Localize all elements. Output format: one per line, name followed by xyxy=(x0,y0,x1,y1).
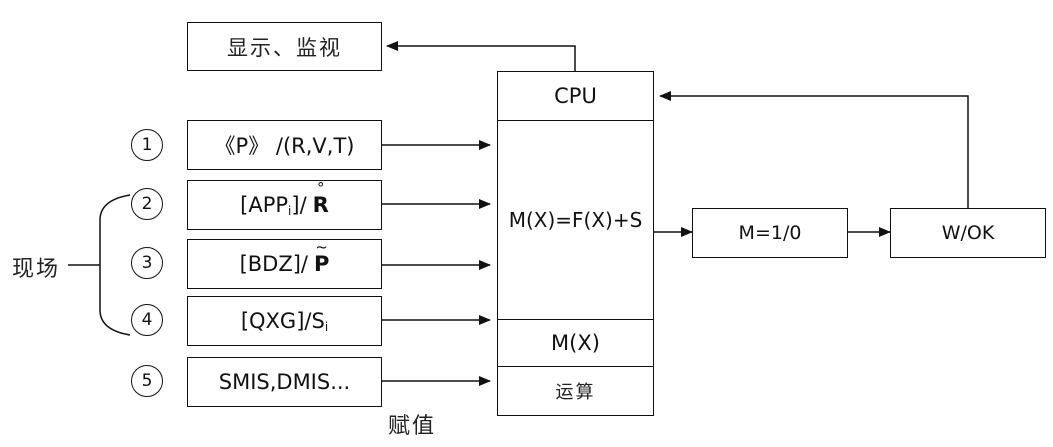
step-circle-1: 1 xyxy=(131,129,163,161)
input-3-prefix: [BDZ]/ xyxy=(239,252,309,276)
step-number: 5 xyxy=(141,371,153,391)
cpu-block: CPU M(X)=F(X)+S M(X) 运算 xyxy=(497,71,654,416)
assign-label: 赋值 xyxy=(388,414,437,439)
step-number: 2 xyxy=(141,194,153,214)
display-monitor-label: 显示、监视 xyxy=(227,35,342,60)
step-circle-3: 3 xyxy=(131,247,163,279)
arrow-feedback-to-cpu xyxy=(659,91,969,208)
input-box-4: [QXG]/Si xyxy=(187,296,382,346)
input-4-prefix: [QXG]/S xyxy=(240,308,325,333)
cpu-label: CPU xyxy=(554,84,597,108)
result-box: W/OK xyxy=(890,208,1046,258)
input-2-prefix: [APP xyxy=(240,192,289,217)
input-box-5: SMIS,DMIS... xyxy=(187,357,382,407)
input-label-1: 《P》 /(R,V,T) xyxy=(214,134,355,158)
input-3-symbol: ~P xyxy=(314,238,330,276)
symbol-letter: P xyxy=(314,252,330,276)
input-label-4: [QXG]/Si xyxy=(241,309,328,334)
result-label: W/OK xyxy=(941,222,995,244)
input-label-2: [APPi]/°R xyxy=(240,179,329,218)
input-box-1: 《P》 /(R,V,T) xyxy=(187,120,382,170)
field-label: 现场 xyxy=(12,257,61,282)
field-brace xyxy=(99,194,131,336)
input-box-2: [APPi]/°R xyxy=(187,179,382,230)
input-label-3: [BDZ]/~P xyxy=(239,238,330,276)
formula-section: M(X)=F(X)+S xyxy=(498,121,653,320)
symbol-letter: R xyxy=(312,192,329,217)
mx-label: M(X) xyxy=(551,331,600,355)
arrow-cpu-to-display xyxy=(386,41,576,71)
step-number: 4 xyxy=(141,310,153,330)
input-2-subscript: i xyxy=(288,203,292,218)
cpu-section: CPU xyxy=(498,72,653,121)
step-number: 3 xyxy=(141,253,153,273)
input-label-5: SMIS,DMIS... xyxy=(218,370,351,394)
step-number: 1 xyxy=(141,135,153,155)
step-circle-5: 5 xyxy=(131,365,163,397)
decision-label: M=1/0 xyxy=(738,222,802,244)
input-box-3: [BDZ]/~P xyxy=(187,238,382,289)
step-circle-4: 4 xyxy=(131,304,163,336)
ring-accent: ° xyxy=(317,178,325,197)
tilde-accent: ~ xyxy=(315,238,329,256)
compute-section: 运算 xyxy=(498,367,653,415)
input-2-symbol: °R xyxy=(312,179,329,217)
display-monitor-box: 显示、监视 xyxy=(187,22,382,71)
step-circle-2: 2 xyxy=(131,188,163,220)
decision-box: M=1/0 xyxy=(692,208,848,258)
compute-label: 运算 xyxy=(555,382,596,403)
input-2-suffix: ]/ xyxy=(291,192,307,217)
input-4-subscript: i xyxy=(324,319,329,334)
mx-section: M(X) xyxy=(498,320,653,367)
formula-label: M(X)=F(X)+S xyxy=(508,208,643,232)
